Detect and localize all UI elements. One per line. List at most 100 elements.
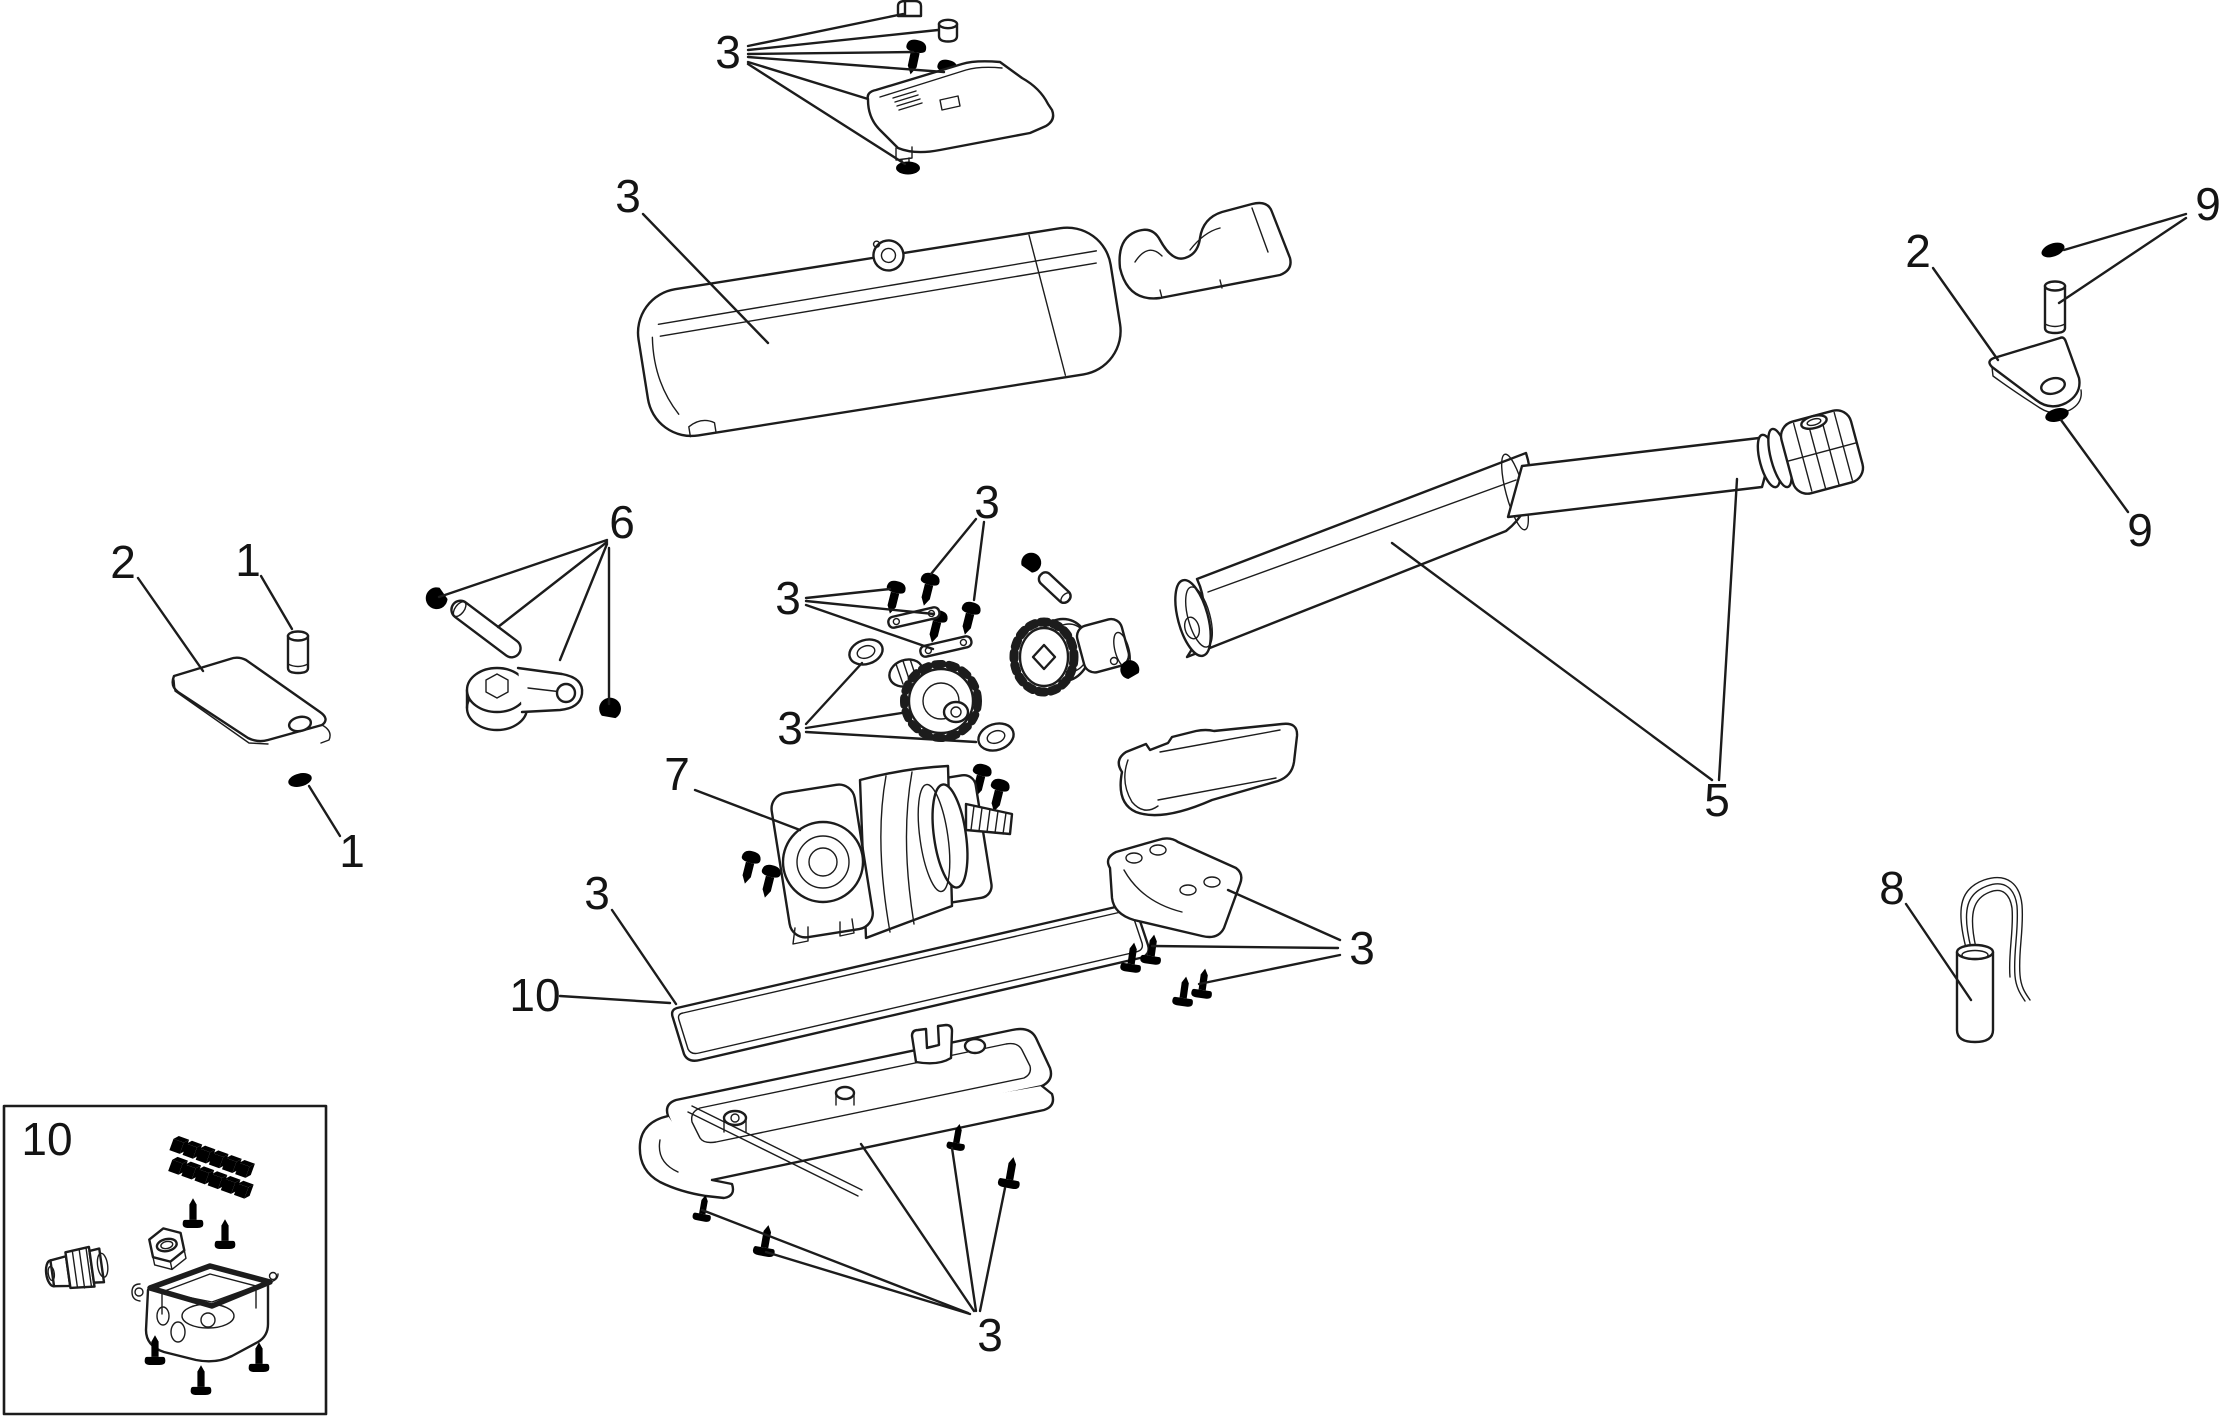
callout-label-inset-utility-box: 10: [21, 1113, 72, 1165]
leader-line-gear-screws-left: [804, 587, 892, 600]
rubber-plug-icon: [896, 0, 923, 18]
clevis-pin-icon: [450, 599, 522, 659]
leader-line-gear-bearings: [804, 730, 978, 744]
leader-line-base-screws: [764, 1250, 972, 1316]
callout-label-tube: 5: [1704, 774, 1730, 826]
callout-label-motor: 7: [664, 748, 690, 800]
leader-line-clevis-kit: [437, 538, 609, 599]
snap-ring-icon: [421, 582, 454, 614]
callout-label-gear-screws-upper: 3: [974, 476, 1000, 528]
leader-line-shell-screws: [1197, 953, 1342, 986]
leader-line-gear-bearings: [804, 661, 864, 726]
leader-line-base-screws: [950, 1146, 978, 1313]
callout-label-capacitor: 8: [1879, 862, 1905, 914]
hex-nut-icon: [148, 1227, 187, 1271]
lower-shell: [1106, 837, 1243, 939]
callout-label-main-cover: 3: [615, 170, 641, 222]
leader-line-gear-screws-upper: [972, 520, 986, 602]
bearing-icon: [977, 722, 1015, 752]
upper-shell: [1117, 722, 1299, 817]
screw-icon: [997, 1155, 1025, 1190]
leader-line-rear-bracket: [136, 576, 205, 673]
callout-label-rear-pin: 1: [235, 534, 261, 586]
leader-line-cover-fasteners: [746, 12, 905, 48]
leader-line-gasket: [558, 994, 672, 1005]
clevis-group: [421, 582, 623, 732]
bracket-plate: [1988, 336, 2081, 408]
screw-icon: [914, 571, 942, 608]
screw-icon: [190, 1365, 212, 1395]
cable-gland-icon: [44, 1245, 109, 1290]
logo-grooves-icon: [892, 90, 923, 111]
callout-label-rear-bracket: 2: [110, 536, 136, 588]
mounting-post-icon: [722, 1109, 748, 1133]
leader-line-shell-screws: [1150, 944, 1340, 950]
leader-line-gear-screws-left: [804, 603, 935, 651]
leader-line-front-pin-rings: [2057, 216, 2188, 305]
leader-line-capacitor: [1904, 902, 1973, 1002]
small-pin-icon: [1037, 571, 1072, 605]
mounting-post-icon: [834, 1085, 856, 1106]
screw-icon: [182, 1198, 204, 1228]
end-cap-group: [1118, 201, 1292, 300]
snap-ring-icon: [2039, 239, 2067, 261]
leader-line-gasket-corner: [610, 908, 678, 1006]
callout-label-base-screws: 3: [977, 1309, 1003, 1361]
fork-seat-icon: [910, 1023, 954, 1065]
gear-cluster-group: [848, 548, 1144, 752]
leader-line-base-screws: [978, 1186, 1007, 1313]
rear-bracket-group: [171, 630, 331, 790]
snap-ring-icon: [2043, 405, 2071, 425]
callout-label-front-ring-lower: 9: [2127, 504, 2153, 556]
leader-line-gear-bearings: [804, 710, 910, 730]
release-keyhole-icon: [872, 239, 905, 272]
leader-line-cover-fasteners: [746, 62, 907, 166]
main-cover-group: [636, 226, 1122, 438]
callout-label-gasket-corner: 3: [584, 867, 610, 919]
pivot-pin-icon: [286, 630, 310, 675]
leader-line-front-bracket: [1931, 266, 2000, 362]
leader-line-base-screws: [859, 1142, 976, 1313]
callout-label-cover-fasteners: 3: [715, 26, 741, 78]
screw-icon: [214, 1219, 236, 1249]
release-cover: [866, 60, 1055, 154]
leader-line-cover-fasteners: [746, 50, 915, 56]
callout-label-gasket: 10: [509, 969, 560, 1021]
pivot-pin-icon: [2043, 280, 2067, 335]
leader-line-tube: [1717, 477, 1739, 782]
screw-icon: [735, 849, 763, 886]
inset-box-group: [2, 1104, 328, 1416]
motor-group: [735, 762, 1014, 945]
leader-line-gear-screws-left: [804, 599, 936, 616]
capacitor-group: [1955, 877, 2031, 1044]
callout-label-front-pin-rings: 9: [2195, 178, 2221, 230]
callout-label-clevis-kit: 6: [609, 496, 635, 548]
leader-line-motor: [693, 788, 802, 832]
release-cover-group: [866, 0, 1055, 175]
terminal-block-icon: [168, 1134, 255, 1201]
leader-line-front-pin-rings: [2062, 212, 2188, 252]
callout-label-gear-bearings: 3: [777, 702, 803, 754]
leader-line-cover-fasteners: [746, 28, 940, 52]
base-group: [638, 1023, 1055, 1258]
leader-line-front-ring-lower: [2059, 418, 2130, 514]
hex-socket-icon: [485, 673, 509, 699]
o-ring-icon: [896, 161, 920, 175]
leader-line-shell-screws: [1226, 888, 1342, 942]
leader-line-clevis-kit: [496, 540, 609, 629]
front-attachment-head-icon: [1779, 409, 1865, 495]
leader-line-rear-washer: [307, 784, 342, 838]
leader-line-base-screws: [700, 1208, 970, 1315]
inset-border: [2, 1104, 328, 1416]
leader-line-clevis-kit: [558, 542, 609, 662]
capacitor-body: [1955, 950, 1995, 1044]
leader-line-tube: [1390, 541, 1714, 782]
callout-label-shell-screws: 3: [1349, 922, 1375, 974]
coupling-hub-icon: [1075, 617, 1131, 674]
worm-shaft-icon: [964, 802, 1014, 836]
callout-label-front-bracket: 2: [1905, 225, 1931, 277]
leader-line-cover-fasteners: [746, 55, 946, 74]
callout-label-rear-washer: 1: [339, 825, 365, 877]
